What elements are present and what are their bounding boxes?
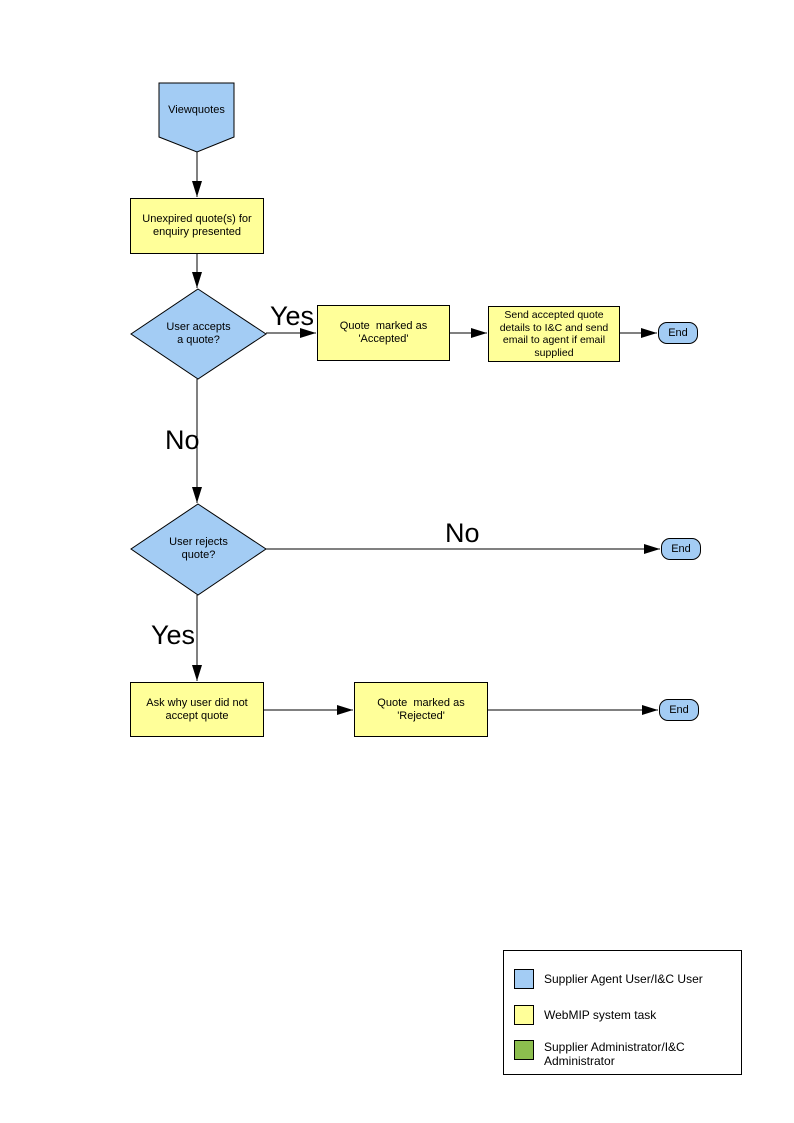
end-node-rejected: End — [659, 699, 699, 721]
legend-swatch-supplier-agent — [514, 969, 534, 989]
decision-reject-shape — [130, 503, 267, 596]
start-pentagon-shape — [158, 82, 235, 153]
end-node-no-reject: End — [661, 538, 701, 560]
task-send-details: Send accepted quote details to I&C and s… — [488, 306, 620, 362]
end-node-accepted: End — [658, 322, 698, 344]
task-ask-why: Ask why user did not accept quote — [130, 682, 264, 737]
legend-swatch-webmip-task — [514, 1005, 534, 1025]
legend-label-supplier-admin: Supplier Administrator/I&C Administrator — [544, 1040, 685, 1068]
edge-label-reject-no: No — [445, 518, 480, 548]
legend-label-supplier-agent: Supplier Agent User/I&C User — [544, 972, 703, 986]
legend: Supplier Agent User/I&C User WebMIP syst… — [503, 950, 742, 1075]
edge-label-accept-yes: Yes — [270, 301, 315, 331]
task-present-quotes: Unexpired quote(s) for enquiry presented — [130, 198, 264, 254]
task-mark-rejected: Quote marked as 'Rejected' — [354, 682, 488, 737]
legend-label-webmip-task: WebMIP system task — [544, 1008, 657, 1022]
decision-reject-label: User rejects quote? — [169, 536, 228, 561]
start-node-label: Viewquotes — [168, 103, 225, 116]
legend-swatch-supplier-admin — [514, 1040, 534, 1060]
decision-accept-shape — [130, 288, 267, 380]
decision-accept-label: User accepts a quote? — [166, 321, 231, 346]
edge-label-reject-yes: Yes — [151, 620, 196, 650]
edge-label-accept-no: No — [165, 425, 200, 455]
task-mark-accepted: Quote marked as 'Accepted' — [317, 305, 450, 361]
